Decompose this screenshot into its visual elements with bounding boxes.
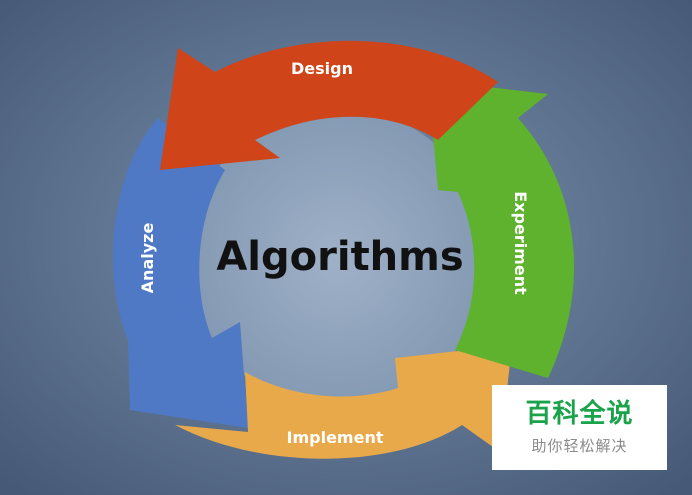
label-analyze: Analyze [138, 223, 157, 294]
watermark-title: 百科全说 [525, 399, 634, 429]
arrow-design [160, 40, 498, 170]
label-design: Design [291, 59, 353, 78]
arrow-implement [175, 345, 512, 459]
arrow-experiment [428, 80, 575, 378]
label-implement: Implement [287, 428, 384, 447]
center-title: Algorithms [216, 234, 463, 280]
label-experiment: Experiment [511, 191, 530, 295]
watermark-subtitle: 助你轻松解决 [531, 437, 628, 455]
watermark-logo: 百科全说 助你轻松解决 [492, 385, 667, 470]
arrow-analyze [113, 118, 248, 428]
center-disc [188, 108, 488, 408]
